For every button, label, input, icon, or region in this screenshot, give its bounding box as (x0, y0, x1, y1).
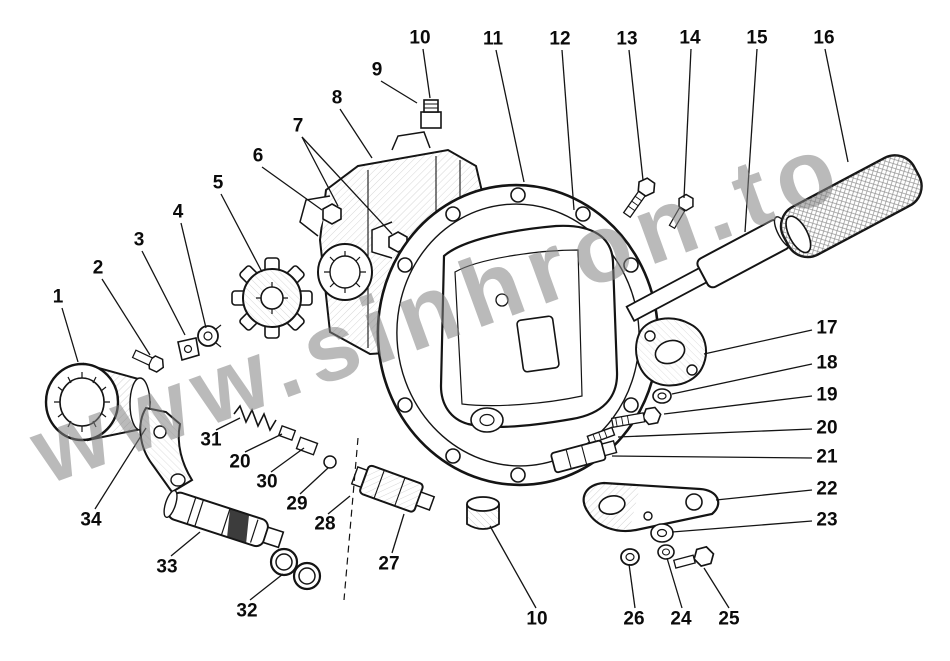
bolt-2 (131, 349, 165, 373)
washer-23 (650, 523, 674, 543)
part-number-label: 24 (670, 608, 692, 630)
part-number-label: 34 (80, 509, 102, 531)
bracket-plate (582, 481, 720, 533)
flange-fitting (635, 317, 707, 387)
part-number-label: 6 (252, 145, 264, 167)
washer-24 (657, 544, 675, 560)
washer-26 (620, 548, 640, 566)
part-number-label: 23 (816, 509, 838, 531)
stud-20 (586, 426, 616, 445)
part-number-label: 33 (156, 556, 178, 578)
handle-grip (779, 154, 923, 259)
part-number-label: 13 (616, 28, 638, 50)
part-number-label: 1 (52, 286, 64, 308)
flange-bolt-13 (622, 177, 656, 219)
part-number-label: 20 (229, 451, 251, 473)
part-number-label: 28 (314, 513, 336, 535)
seal-rings (269, 547, 322, 591)
part-number-label: 18 (816, 352, 838, 374)
bolt-25 (672, 545, 715, 569)
part-number-label: 17 (816, 317, 838, 339)
part-number-label: 26 (623, 608, 645, 630)
part-number-label: 10 (409, 27, 431, 49)
part-number-label: 31 (200, 429, 222, 451)
part-number-label: 29 (286, 493, 308, 515)
part-number-label: 20 (816, 417, 838, 439)
lock-washer-3 (177, 337, 200, 362)
part-number-label: 25 (718, 608, 740, 630)
part-number-label: 10 (526, 608, 548, 630)
bottom-plug (466, 496, 500, 530)
shift-fork (139, 406, 194, 494)
valve-train (233, 404, 436, 601)
part-number-label: 7 (292, 115, 304, 137)
part-number-label: 32 (236, 600, 258, 622)
part-number-label: 12 (549, 28, 571, 50)
drive-gear (231, 257, 313, 339)
washer-18 (652, 388, 672, 404)
leader-lines (61, 48, 849, 609)
part-number-label: 9 (371, 59, 383, 81)
part-number-label: 2 (92, 257, 104, 279)
part-number-label: 14 (679, 27, 701, 49)
part-number-label: 4 (172, 201, 184, 223)
breather-plug (420, 99, 442, 129)
part-number-label: 30 (256, 471, 278, 493)
bolt-19 (610, 406, 662, 429)
cover-plate (439, 224, 619, 433)
valve-21 (550, 439, 618, 474)
part-number-label: 19 (816, 384, 838, 406)
part-number-label: 15 (746, 27, 768, 49)
part-number-label: 16 (813, 27, 835, 49)
washer-4 (197, 324, 222, 348)
part-number-label: 27 (378, 553, 400, 575)
part-number-label: 21 (816, 446, 838, 468)
part-number-label: 11 (482, 28, 504, 50)
part-number-label: 5 (212, 172, 224, 194)
flange-bolt-14 (668, 193, 694, 230)
part-number-label: 8 (331, 87, 343, 109)
valve-spool (163, 489, 285, 549)
part-number-label: 22 (816, 478, 838, 500)
part-number-label: 3 (133, 229, 145, 251)
